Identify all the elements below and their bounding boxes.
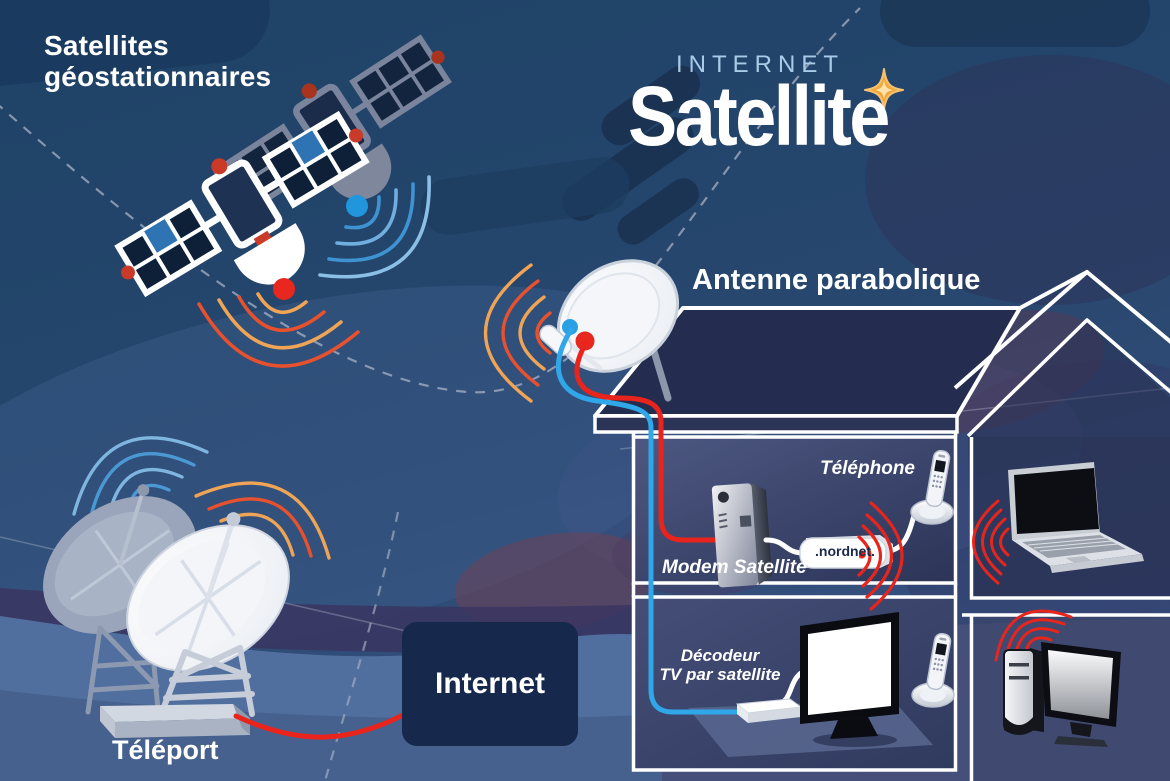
sparkle-star-icon: [864, 68, 904, 110]
cables: [555, 327, 743, 715]
satellites-title: Satellites géostationnaires: [44, 30, 271, 93]
cordless-phone-icon: [911, 632, 955, 708]
tv-screen-icon: [800, 612, 899, 747]
nordnet-logo-accent: e: [858, 543, 867, 559]
wifi-arcs-blue-icon: [318, 175, 431, 279]
modem-icon: [711, 483, 772, 588]
antenna-label: Antenne parabolique: [692, 264, 981, 296]
blue-cable: [555, 327, 743, 715]
decoder-label-line1: Décodeur: [680, 646, 760, 665]
decoder-label: Décodeur TV par satellite: [640, 646, 800, 684]
wifi-arcs-red-icon: [972, 499, 1010, 585]
room-desktop: [962, 613, 1170, 781]
satellites-title-line2: géostationnaires: [44, 61, 272, 93]
geostationary-satellites-icon: [114, 34, 452, 368]
telephone-label: Téléphone: [819, 458, 915, 479]
cordless-phone-icon: [910, 449, 954, 525]
desktop-computer-icon: [1003, 642, 1121, 747]
modem-label: Modem Satellite: [662, 557, 807, 578]
red-cable: [574, 340, 718, 543]
teleport-ground-station-icon: [43, 436, 331, 738]
decoder-label-line2: TV par satellite: [659, 665, 781, 685]
teleport-label: Téléport: [112, 735, 219, 765]
nordnet-logo: .nordnet.: [804, 543, 886, 560]
wifi-arcs-red-icon: [197, 278, 360, 368]
wifi-arcs-dish: [484, 263, 552, 403]
laptop-icon: [1008, 462, 1144, 573]
wifi-arcs-red-icon: [857, 501, 904, 611]
logo-internet-text: INTERNET: [676, 51, 844, 78]
satellites-title-line1: Satellites: [44, 30, 169, 61]
logo-satellite-text: Satellite: [628, 69, 890, 163]
nordnet-logo-part2: t.: [866, 543, 875, 559]
internet-box: [402, 622, 578, 746]
teleport-platform: [100, 704, 250, 738]
nordnet-logo-part1: .nordn: [815, 543, 859, 559]
room-laptop: [969, 437, 1170, 600]
internet-node-label: Internet: [434, 667, 545, 701]
